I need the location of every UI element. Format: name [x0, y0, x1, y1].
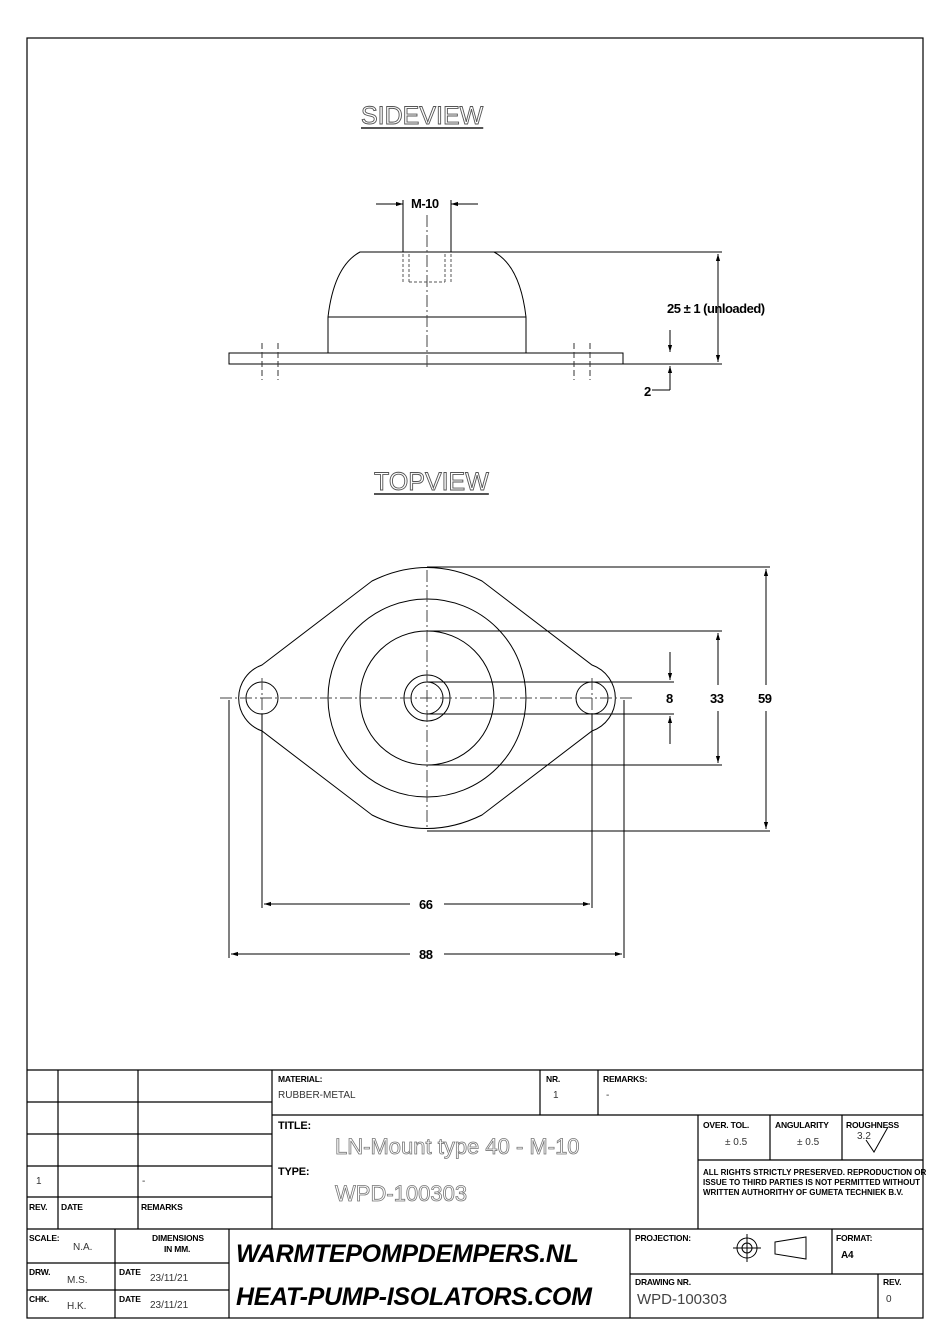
plate-thickness-dimension: 2	[644, 384, 651, 399]
projection-label: PROJECTION:	[635, 1233, 691, 1243]
length-dimension: 88	[419, 947, 433, 962]
scale-value: N.A.	[73, 1242, 93, 1253]
revision-number: 1	[36, 1176, 42, 1187]
material-label: MATERIAL:	[278, 1074, 323, 1084]
checked-date: 23/11/21	[150, 1300, 189, 1311]
angularity-label: ANGULARITY	[775, 1120, 829, 1130]
thread-dimension: M-10	[411, 196, 439, 211]
rev-value: 0	[886, 1294, 892, 1305]
type-label: TYPE:	[278, 1166, 310, 1178]
overall-tolerance-value: ± 0.5	[725, 1137, 748, 1148]
revision-remarks: -	[142, 1176, 146, 1187]
drawing-type: WPD-100303	[335, 1181, 468, 1207]
overall-tolerance-label: OVER. TOL.	[703, 1120, 750, 1130]
sideview-title: SIDEVIEW	[361, 102, 484, 131]
topview-title: TOPVIEW	[374, 468, 490, 497]
material-value: RUBBER-METAL	[278, 1090, 356, 1101]
rev-header: REV.	[29, 1202, 48, 1212]
roughness-symbol	[865, 1126, 889, 1153]
checked-by: H.K.	[67, 1301, 87, 1312]
brand-line-2: HEAT-PUMP-ISOLATORS.COM	[236, 1283, 592, 1311]
title-label: TITLE:	[278, 1120, 312, 1132]
checked-label: CHK.	[29, 1294, 49, 1304]
nr-label: NR.	[546, 1074, 561, 1084]
remarks-header: REMARKS	[141, 1202, 183, 1212]
remarks-value: -	[606, 1090, 610, 1101]
checked-date-label: DATE	[119, 1294, 141, 1304]
roughness-label: ROUGHNESS	[846, 1120, 899, 1130]
sideview-drawing	[228, 200, 722, 391]
rev-label: REV.	[883, 1277, 902, 1287]
drawn-date: 23/11/21	[150, 1273, 189, 1284]
units-label-2: IN MM.	[164, 1244, 191, 1254]
units-label-1: DIMENSIONS	[152, 1233, 204, 1243]
title-block-grid	[27, 1069, 923, 1318]
hole-dimension: 8	[666, 691, 673, 706]
drawn-by: M.S.	[67, 1275, 88, 1286]
height-dimension: 25 ± 1 (unloaded)	[667, 301, 765, 316]
rights-notice: ALL RIGHTS STRICTLY PRESERVED. REPRODUCT…	[703, 1168, 927, 1197]
hole-spacing-dimension: 66	[419, 897, 433, 912]
drawn-date-label: DATE	[119, 1267, 141, 1277]
drawing-title: LN-Mount type 40 - M-10	[335, 1134, 580, 1160]
drawn-label: DRW.	[29, 1267, 51, 1277]
drawing-number-label: DRAWING NR.	[635, 1277, 691, 1287]
remarks-label: REMARKS:	[603, 1074, 648, 1084]
drawing-number-value: WPD-100303	[637, 1291, 728, 1308]
nr-value: 1	[553, 1090, 559, 1101]
format-label: FORMAT:	[836, 1233, 873, 1243]
date-header: DATE	[61, 1202, 83, 1212]
brand-line-1: WARMTEPOMPDEMPERS.NL	[236, 1240, 579, 1268]
topview-drawing	[220, 566, 770, 958]
format-value: A4	[841, 1250, 854, 1261]
outer-diameter-dimension: 59	[758, 691, 772, 706]
sheet-border	[26, 37, 924, 1319]
inner-diameter-dimension: 33	[710, 691, 724, 706]
projection-symbol	[733, 1234, 807, 1262]
scale-label: SCALE:	[29, 1233, 60, 1243]
roughness-value: 3.2	[857, 1131, 871, 1142]
angularity-value: ± 0.5	[797, 1137, 820, 1148]
